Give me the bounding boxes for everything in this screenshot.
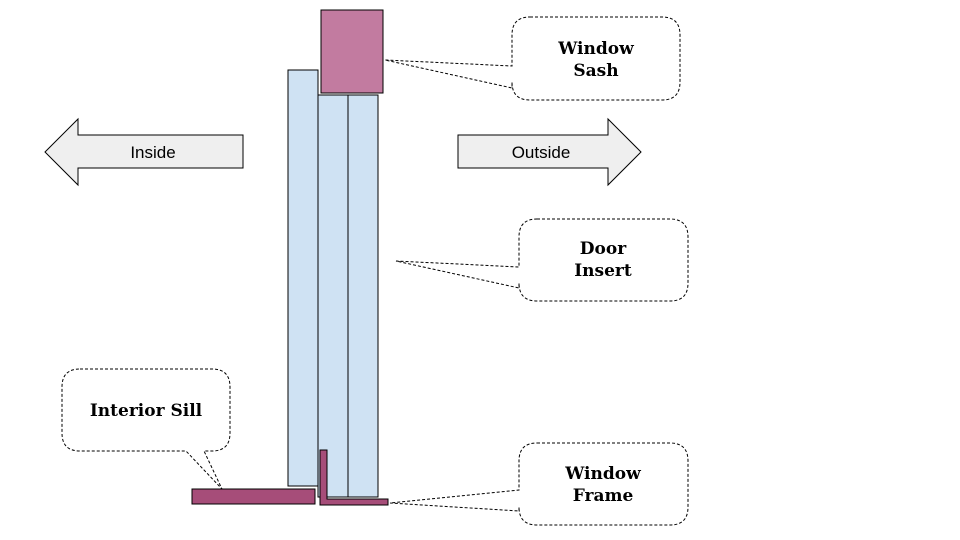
callout-window-frame-line1: Window: [564, 464, 641, 484]
callout-window-frame: Window Frame: [389, 442, 689, 526]
window-frame-bracket: [319, 449, 389, 506]
callout-window-frame-line2: Frame: [573, 486, 634, 506]
callout-interior-sill-line1: Interior Sill: [90, 401, 203, 421]
callout-window-sash: Window Sash: [384, 16, 681, 101]
door-insert-panel-inner: [287, 69, 319, 487]
door-insert-panel-outer: [347, 94, 379, 498]
callout-window-sash-line1: Window: [557, 39, 634, 59]
outside-arrow-label: Outside: [512, 143, 571, 162]
window-sash-block: [320, 9, 384, 94]
callout-door-insert-line1: Door: [580, 239, 627, 259]
callout-interior-sill-shape: [61, 368, 231, 490]
callout-window-frame-shape: [389, 442, 689, 526]
outside-arrow: [457, 117, 642, 187]
interior-sill-bar: [191, 488, 316, 505]
door-insert-panel-middle: [317, 94, 349, 498]
inside-arrow: [44, 117, 244, 187]
callout-interior-sill: Interior Sill: [61, 368, 231, 490]
callout-window-sash-shape: [384, 16, 681, 101]
callout-door-insert-shape: [395, 218, 689, 302]
inside-arrow-label: Inside: [130, 143, 175, 162]
callout-door-insert: Door Insert: [395, 218, 689, 302]
callout-door-insert-line2: Insert: [574, 261, 632, 281]
callout-window-sash-line2: Sash: [573, 61, 618, 81]
